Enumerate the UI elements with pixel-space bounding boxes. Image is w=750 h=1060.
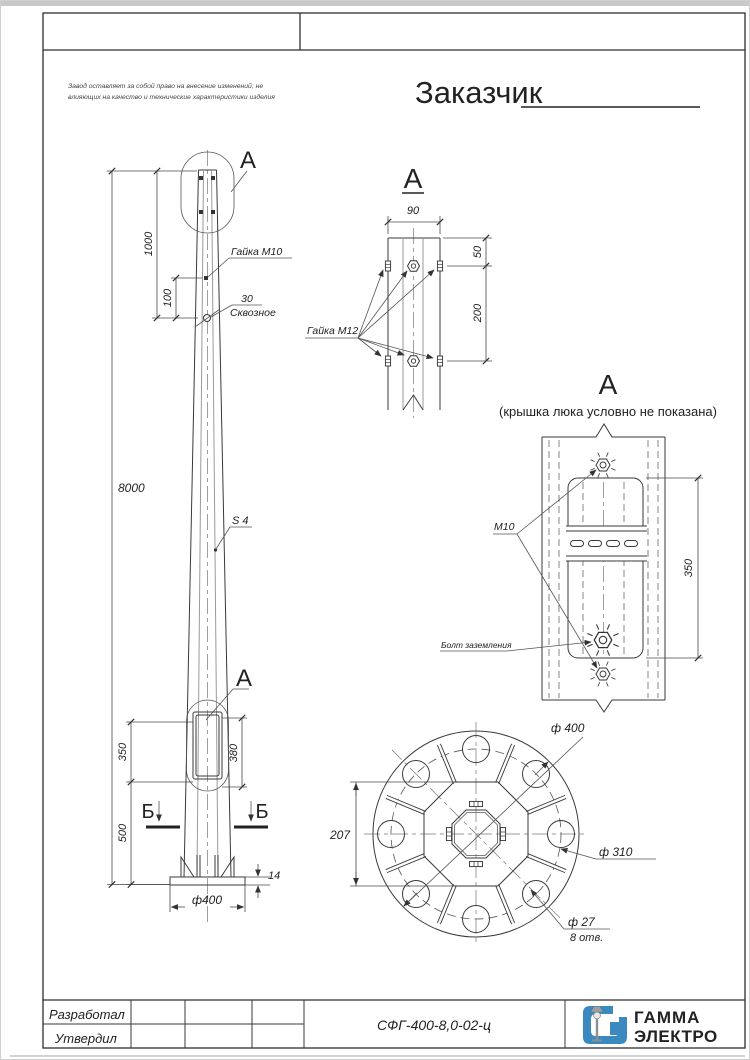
dim-350-label: 350	[117, 742, 129, 761]
detail-a-pole	[541, 423, 666, 713]
gusset-ribs	[385, 743, 567, 925]
detail-a-view: А (крышка люка условно не показана)	[440, 369, 717, 713]
dim-outer-dia: ф 400	[402, 721, 585, 908]
ground-bolt-nut	[586, 623, 620, 657]
m10-callout: М10	[493, 469, 598, 669]
dim-base-dia: ф400	[169, 885, 246, 912]
through-hole-callout: 30 Сквозное	[194, 293, 276, 328]
header: Завод оставляет за собой право на внесен…	[68, 75, 700, 110]
dim-14: 14	[245, 864, 280, 898]
dim-hole-dia-label: ф 27	[568, 915, 596, 929]
dim-350-left: 350	[117, 718, 193, 786]
callout-top-label: А	[240, 147, 256, 174]
pole-top-bolts	[199, 176, 215, 214]
nut-m10-label: Гайка М10	[231, 246, 282, 258]
top-nut	[590, 452, 616, 478]
detail-callout-top	[180, 151, 235, 234]
customer-label: Заказчик	[415, 75, 543, 110]
dim-outer-dia-label: ф 400	[551, 721, 585, 735]
dim-bolt-circle-label: ф 310	[599, 845, 633, 859]
brand-line1: ГАММА	[634, 1008, 700, 1027]
hatch-opening	[567, 477, 644, 659]
din-rail	[566, 525, 647, 562]
disclaimer-line2: влияющих на качество и технические харак…	[68, 93, 275, 101]
title-block: Разработал Утвердил СФГ-400-8,0-02-ц ГАМ…	[43, 999, 745, 1048]
dim-50: 50	[443, 234, 492, 270]
dim-1000-label: 1000	[143, 231, 155, 256]
callout-hatch-label: А	[236, 665, 252, 692]
flange-holes	[377, 735, 575, 933]
dim-90-label: 90	[407, 205, 420, 217]
brand-line2: ЭЛЕКТРО	[634, 1027, 718, 1046]
detail-a-subtitle: (крышка люка условно не показана)	[499, 404, 717, 419]
dim-350-right: 350	[646, 474, 703, 662]
dim-8000-label: 8000	[118, 481, 145, 495]
dim-90: 90	[384, 205, 444, 234]
wall-thickness-callout: S 4	[213, 515, 252, 552]
section-b-right: Б	[255, 801, 268, 823]
dim-350r-label: 350	[683, 558, 695, 577]
ground-bolt-label: Болт заземления	[441, 640, 512, 650]
section-a-title: А	[404, 163, 423, 194]
approved-label: Утвердил	[54, 1031, 118, 1046]
hole-dia-label: 30	[241, 293, 253, 305]
holes-note-label: 8 отв.	[570, 932, 603, 944]
bottom-nut	[590, 661, 616, 687]
dim-200: 200	[447, 266, 492, 365]
detail-a-title: А	[599, 369, 618, 400]
pole-section-octagon	[451, 809, 501, 859]
dim-base-dia-label: ф400	[192, 893, 222, 907]
dim-207: 207	[329, 781, 454, 887]
dim-8000: 8000	[107, 167, 197, 889]
dim-380: 380	[222, 714, 247, 791]
dim-14-label: 14	[268, 870, 280, 882]
dim-1000: 1000	[143, 167, 198, 322]
nut-m12-callout: Гайка М12	[305, 269, 435, 360]
front-view: А 8000 1000 100	[107, 147, 292, 922]
developed-label: Разработал	[49, 1007, 125, 1022]
dim-200-label: 200	[472, 303, 484, 323]
hatch	[186, 699, 229, 792]
flange-axes	[364, 722, 588, 946]
section-a-view: А 90 50	[305, 163, 492, 418]
nut-m12-label: Гайка М12	[307, 325, 358, 337]
dim-100-label: 100	[162, 288, 174, 307]
hole-note-label: Сквозное	[230, 307, 276, 319]
m10-label: М10	[494, 521, 515, 533]
brand-logo-icon	[583, 1006, 627, 1044]
base-plate	[169, 855, 246, 886]
dim-500: 500	[117, 782, 170, 889]
dim-207-label: 207	[329, 828, 351, 842]
section-a-nuts	[384, 260, 444, 367]
flange-view: ф 400 ф 310 ф 27 8 отв. 207	[329, 721, 656, 946]
part-number: СФГ-400-8,0-02-ц	[377, 1017, 491, 1033]
gusset-octagon	[423, 781, 529, 887]
section-b-marks: Б Б	[141, 801, 269, 829]
dim-hole-dia: ф 27 8 отв.	[530, 889, 610, 944]
drawing-frame	[42, 12, 746, 1049]
nut-m10-callout: Гайка М10	[204, 246, 292, 280]
brand-logo: ГАММА ЭЛЕКТРО	[583, 1006, 718, 1046]
dim-380-label: 380	[228, 743, 240, 762]
lamp-icon	[590, 1006, 604, 1042]
dim-100: 100	[162, 274, 202, 322]
dim-bolt-circle: ф 310	[560, 845, 656, 860]
disclaimer-line1: Завод оставляет за собой право на внесен…	[68, 82, 263, 90]
section-b-left: Б	[141, 801, 154, 823]
dim-50-label: 50	[472, 245, 484, 258]
wall-thickness-label: S 4	[232, 515, 249, 527]
dim-500-label: 500	[117, 823, 129, 842]
ground-bolt-callout: Болт заземления	[440, 639, 592, 652]
